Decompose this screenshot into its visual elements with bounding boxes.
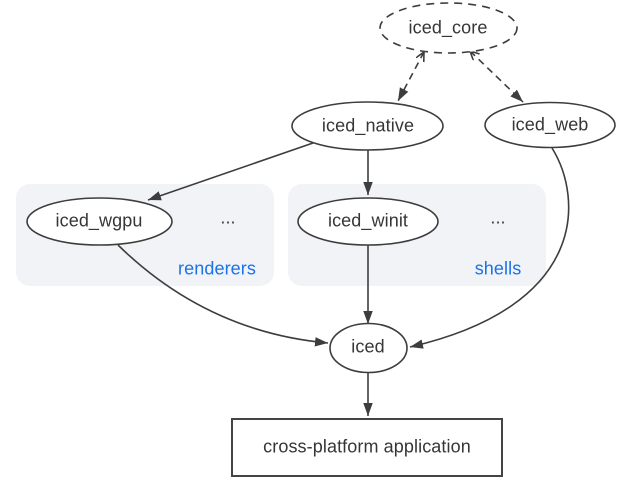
edge-core-to-web [470, 51, 524, 103]
node-iced-native-ellipse [291, 101, 444, 151]
node-iced-ellipse [329, 322, 408, 374]
node-label-iced-web: iced_web [511, 114, 589, 135]
edge-wgpu-to-iced [117, 244, 329, 347]
edge-core-to-native [397, 52, 424, 102]
edge-web-to-iced [409, 147, 570, 349]
node-iced-core-ellipse [379, 2, 518, 54]
node-label-app: cross-platform application [263, 436, 471, 457]
node-iced-winit-ellipse [297, 197, 439, 246]
node-iced-wgpu-ellipse [26, 197, 173, 246]
group-shells-ellipsis: ... [490, 207, 506, 228]
group-renderers-caption: renderers [178, 258, 256, 279]
node-app-rectangle [231, 418, 503, 477]
group-shells-caption: shells [474, 258, 522, 279]
node-label-iced: iced [351, 336, 385, 357]
group-renderers-ellipsis: ... [220, 207, 236, 228]
node-label-iced-winit: iced_winit [327, 210, 409, 231]
node-label-iced-wgpu: iced_wgpu [55, 210, 143, 231]
edge-native-to-wgpu [147, 142, 314, 201]
node-label-iced-native: iced_native [321, 115, 415, 136]
node-iced-web-ellipse [484, 101, 616, 149]
node-label-iced-core: iced_core [408, 17, 488, 38]
